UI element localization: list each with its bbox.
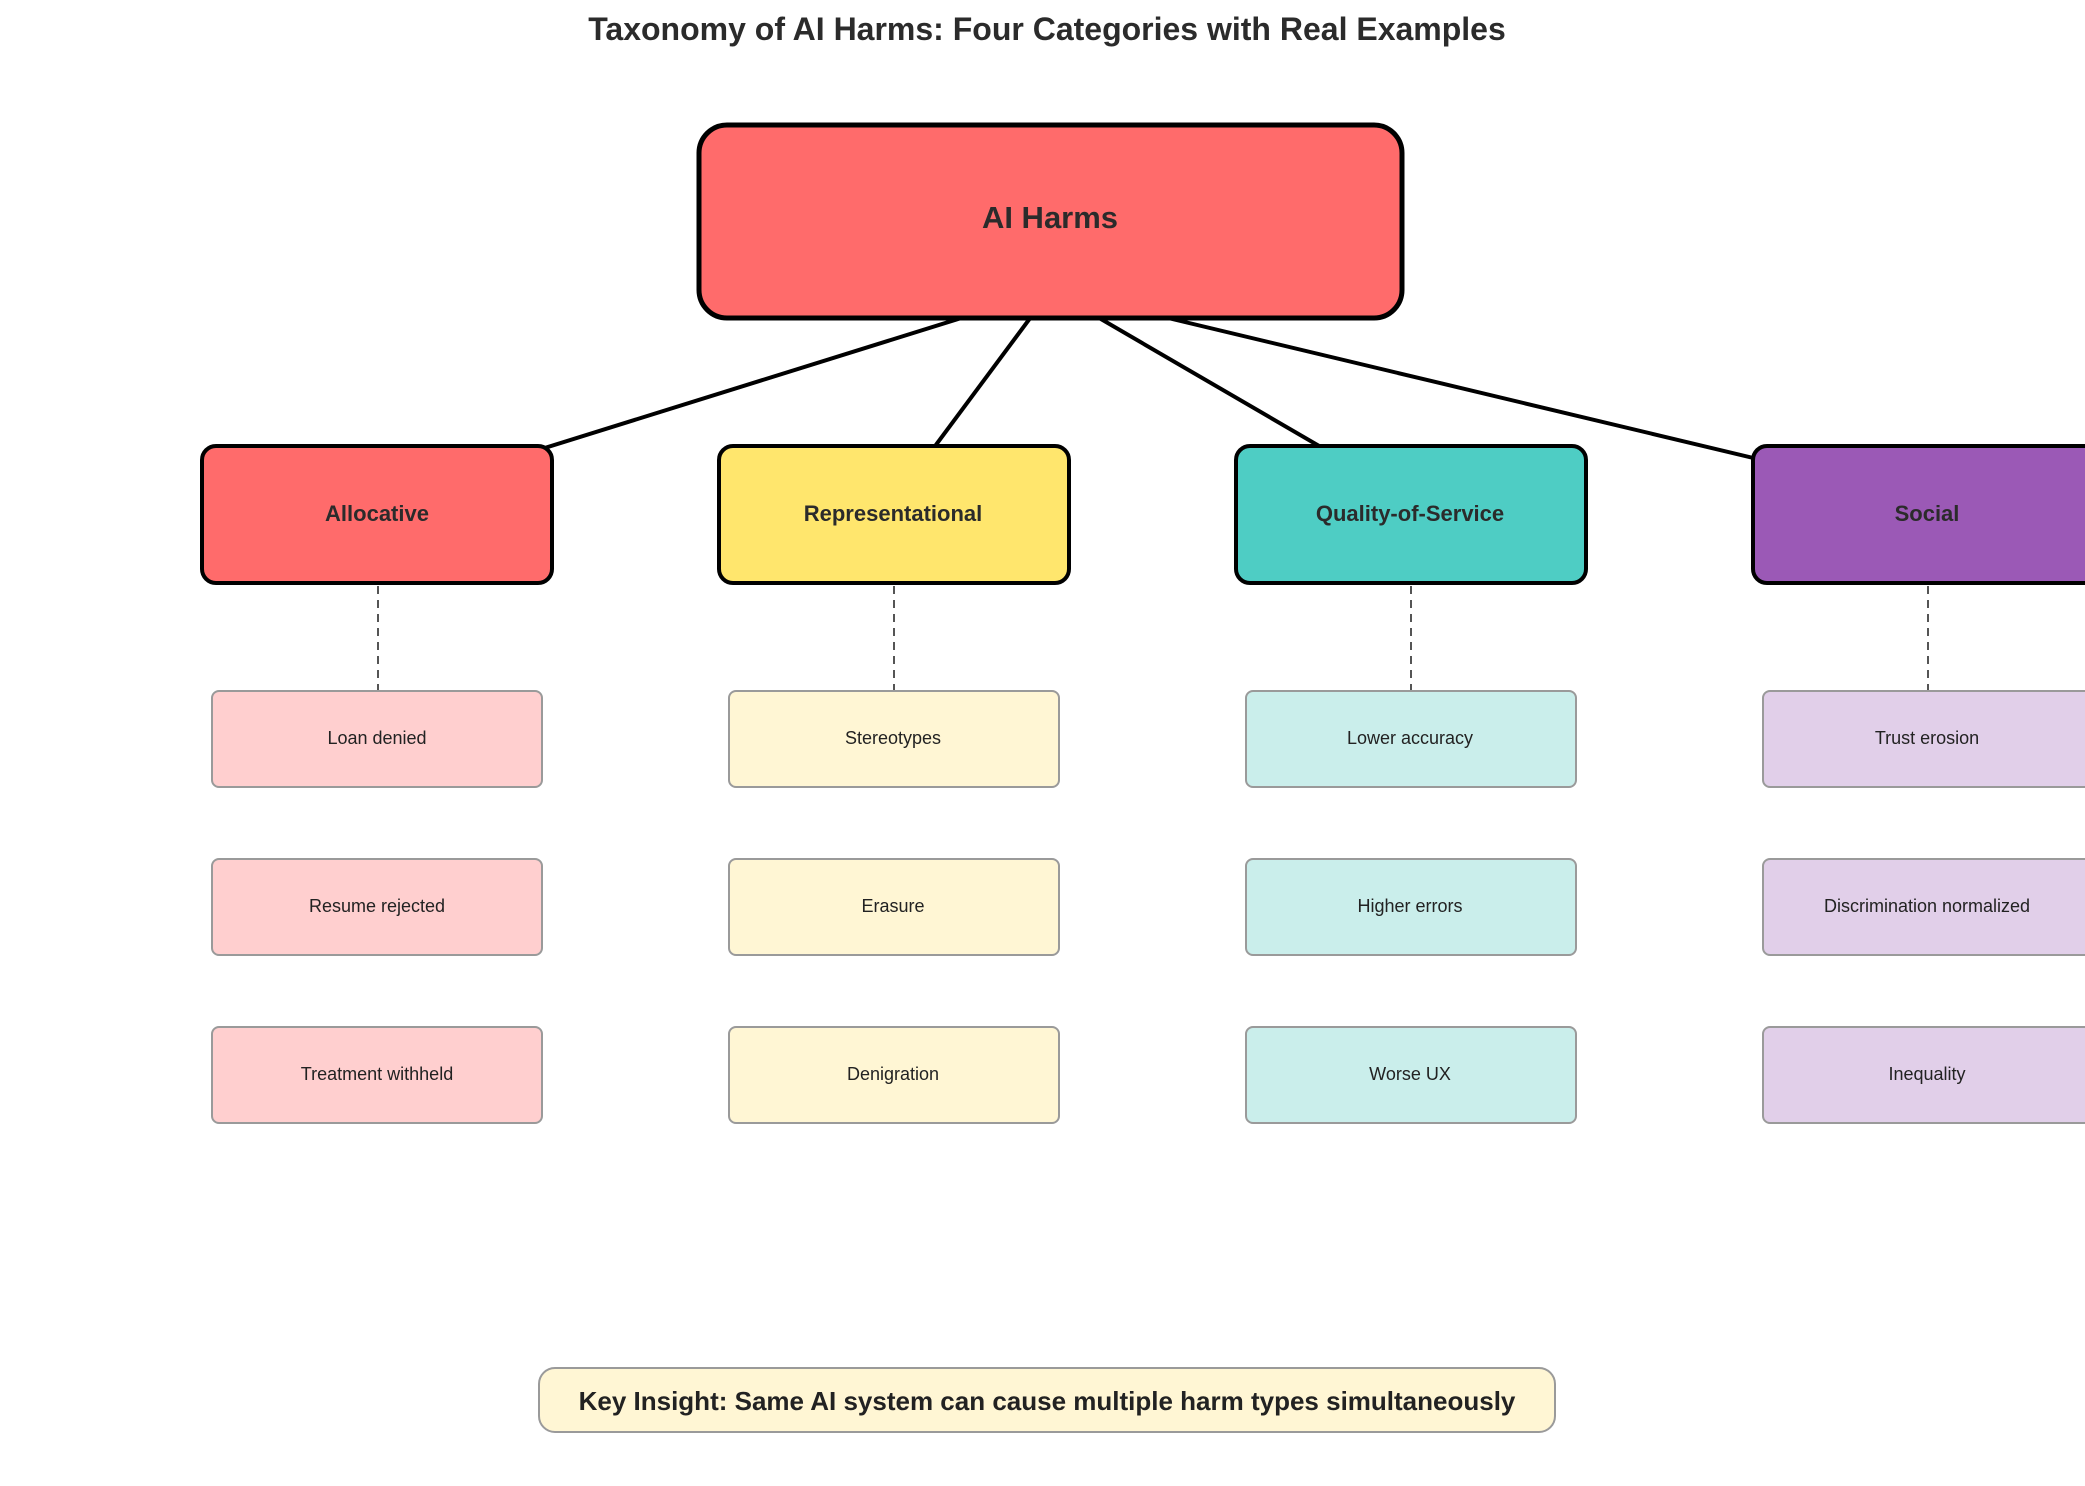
example-label-allocative-3: Treatment withheld [301,1064,453,1084]
example-label-quality-of-service-3: Worse UX [1369,1064,1451,1084]
example-label-social-2: Discrimination normalized [1824,896,2030,916]
example-label-allocative-1: Loan denied [327,728,426,748]
connectors [377,288,1930,502]
root-label: AI Harms [982,200,1118,235]
category-box-representational [717,444,1071,585]
example-box-representational-3 [728,1026,1060,1124]
example-label-quality-of-service-2: Higher errors [1357,896,1462,916]
category-label-allocative: Allocative [325,501,429,526]
category-social: Social Trust erosion Discrimination norm… [1751,444,2085,1124]
category-label-social: Social [1895,501,1960,526]
category-label-representational: Representational [804,501,983,526]
key-insight-box [538,1367,1556,1433]
category-box-allocative [200,444,554,585]
root-box [696,122,1405,321]
category-allocative: Allocative Loan denied Resume rejected T… [200,444,554,1124]
example-box-representational-1 [728,690,1060,788]
example-box-representational-2 [728,858,1060,956]
example-box-allocative-2 [211,858,543,956]
example-label-social-1: Trust erosion [1875,728,1979,748]
example-box-quality-of-service-1 [1245,690,1577,788]
category-box-social [1751,444,2085,585]
example-box-social-3 [1762,1026,2085,1124]
example-box-quality-of-service-2 [1245,858,1577,956]
example-box-social-1 [1762,690,2085,788]
example-label-allocative-2: Resume rejected [309,896,445,916]
example-box-allocative-3 [211,1026,543,1124]
category-quality-of-service: Quality-of-Service Lower accuracy Higher… [1234,444,1588,1124]
key-insight-text: Key Insight: Same AI system can cause mu… [579,1386,1516,1416]
example-label-social-3: Inequality [1888,1064,1965,1084]
diagram-title: Taxonomy of AI Harms: Four Categories wi… [588,11,1506,47]
example-box-allocative-1 [211,690,543,788]
example-box-quality-of-service-3 [1245,1026,1577,1124]
category-label-quality-of-service: Quality-of-Service [1316,501,1504,526]
key-insight-callout: Key Insight: Same AI system can cause mu… [538,1367,1556,1433]
example-label-quality-of-service-1: Lower accuracy [1347,728,1473,748]
example-label-representational-2: Erasure [861,896,924,916]
example-label-representational-3: Denigration [847,1064,939,1084]
example-label-representational-1: Stereotypes [845,728,941,748]
category-representational: Representational Stereotypes Erasure Den… [717,444,1071,1124]
category-box-quality-of-service [1234,444,1588,585]
root-node: AI Harms [696,122,1405,321]
example-box-social-2 [1762,858,2085,956]
